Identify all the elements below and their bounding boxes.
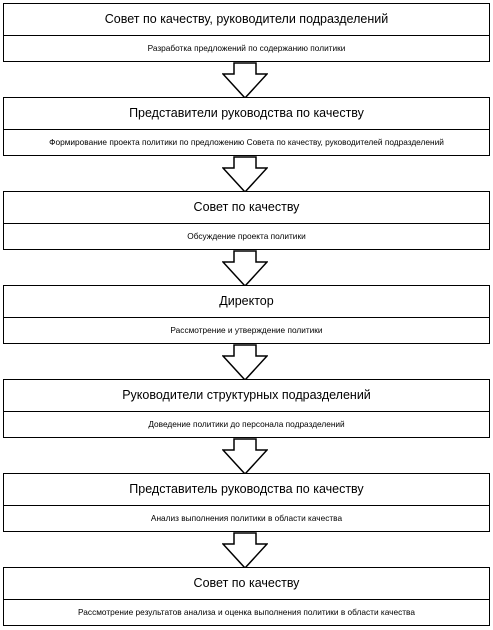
step-box-6: Представитель руководства по качеству Ан… [3, 473, 490, 532]
step-5-description: Доведение политики до персонала подразде… [148, 419, 345, 429]
step-1-title: Совет по качеству, руководители подразде… [4, 4, 489, 36]
step-box-1: Совет по качеству, руководители подразде… [3, 3, 490, 62]
step-box-4: Директор Рассмотрение и утверждение поли… [3, 285, 490, 344]
step-box-5: Руководители структурных подразделений Д… [3, 379, 490, 438]
down-arrow-icon [222, 344, 268, 381]
step-6-title: Представитель руководства по качеству [4, 474, 489, 506]
step-box-7: Совет по качеству Рассмотрение результат… [3, 567, 490, 626]
step-box-2: Представители руководства по качеству Фо… [3, 97, 490, 156]
step-6-description: Анализ выполнения политики в области кач… [150, 513, 343, 523]
step-2-title: Представители руководства по качеству [4, 98, 489, 130]
step-7-description: Рассмотрение результатов анализа и оценк… [78, 607, 415, 617]
down-arrow-icon [222, 250, 268, 287]
down-arrow-icon [222, 438, 268, 475]
down-arrow-icon [222, 62, 268, 99]
step-box-3: Совет по качеству Обсуждение проекта пол… [3, 191, 490, 250]
step-1-description: Разработка предложений по содержанию пол… [147, 43, 346, 53]
down-arrow-icon [222, 532, 268, 569]
step-4-title: Директор [4, 286, 489, 318]
step-5-title: Руководители структурных подразделений [4, 380, 489, 412]
step-2-description: Формирование проекта политики по предлож… [49, 137, 444, 147]
step-3-title: Совет по качеству [4, 192, 489, 224]
step-7-title: Совет по качеству [4, 568, 489, 600]
step-4-description: Рассмотрение и утверждение политики [170, 325, 323, 335]
step-3-description: Обсуждение проекта политики [187, 231, 306, 241]
down-arrow-icon [222, 156, 268, 193]
